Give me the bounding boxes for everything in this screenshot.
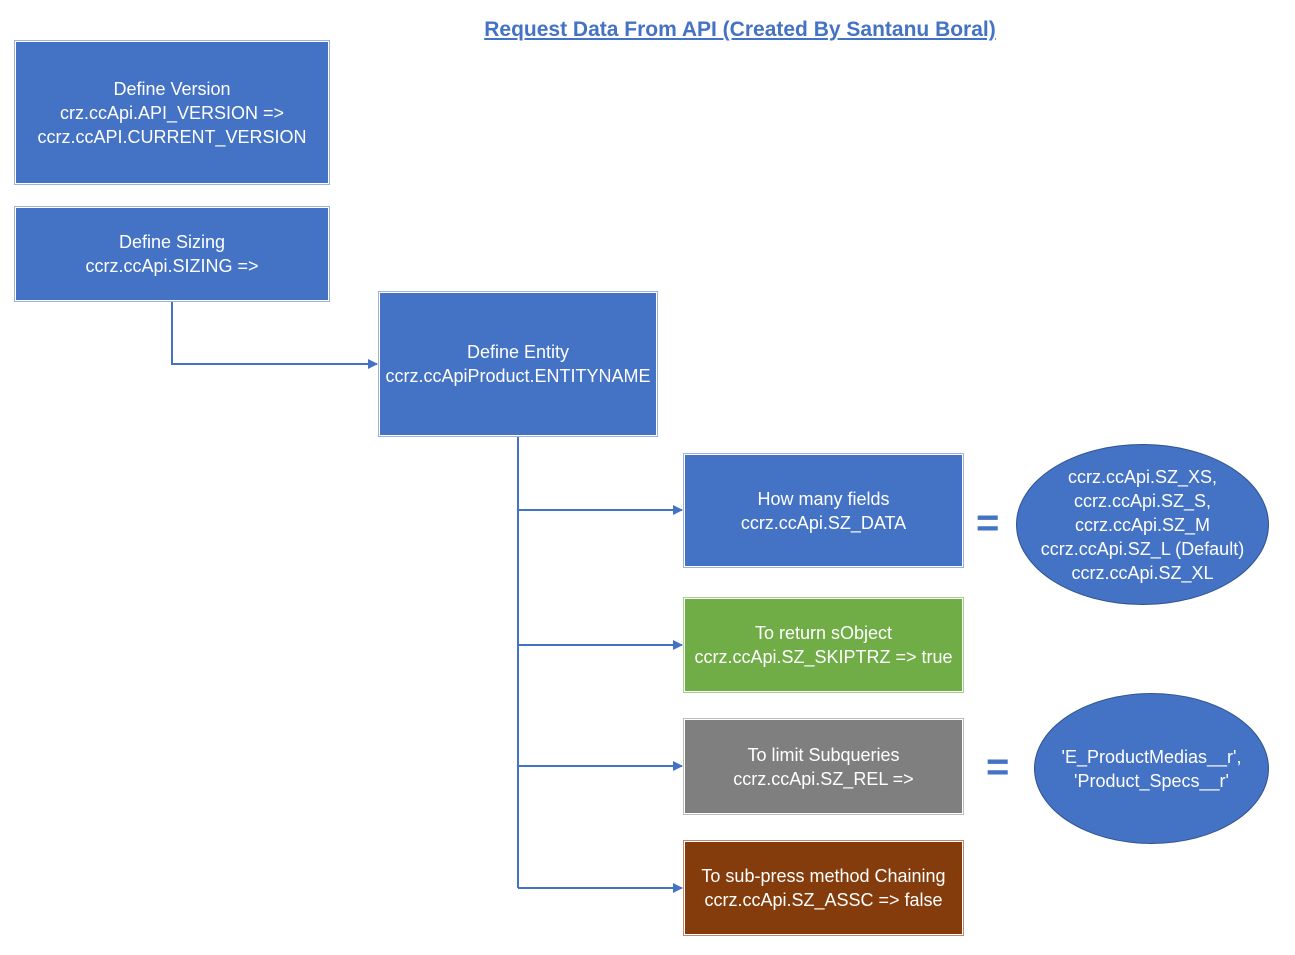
- sobject-box: To return sObject ccrz.ccApi.SZ_SKIPTRZ …: [683, 597, 964, 693]
- define-version-box: Define Version crz.ccApi.API_VERSION => …: [14, 40, 330, 185]
- chaining-title: To sub-press method Chaining: [701, 866, 946, 886]
- subqueries-title: To limit Subqueries: [747, 744, 900, 765]
- define-sizing-box: Define Sizing ccrz.ccApi.SIZING =>: [14, 206, 330, 302]
- define-entity-box: Define Entity ccrz.ccApiProduct.ENTITYNA…: [378, 291, 658, 437]
- define-version-code: crz.ccApi.API_VERSION =>: [59, 102, 285, 123]
- chaining-code: ccrz.ccApi.SZ_ASSC => false: [704, 890, 943, 910]
- relation-item: 'E_ProductMedias__r',: [1061, 746, 1242, 767]
- fields-title: How many fields: [757, 488, 890, 509]
- size-option: ccrz.ccApi.SZ_M: [1074, 514, 1211, 535]
- equals-sign-subqueries: =: [986, 745, 1010, 789]
- relation-item: 'Product_Specs__r': [1074, 770, 1229, 791]
- define-version-value: ccrz.ccAPI.CURRENT_VERSION: [37, 126, 307, 147]
- define-sizing-title: Define Sizing: [118, 232, 226, 252]
- size-option: ccrz.ccApi.SZ_L (Default): [1040, 538, 1245, 559]
- sobject-title: To return sObject: [754, 623, 893, 643]
- define-sizing-code: ccrz.ccApi.SIZING =>: [85, 256, 259, 276]
- sobject-code: ccrz.ccApi.SZ_SKIPTRZ => true: [694, 647, 953, 667]
- define-entity-code: ccrz.ccApiProduct.ENTITYNAME: [385, 366, 651, 386]
- fields-box: How many fields ccrz.ccApi.SZ_DATA: [683, 453, 964, 568]
- size-option: ccrz.ccApi.SZ_XS,: [1067, 466, 1218, 487]
- define-version-title: Define Version: [113, 78, 231, 99]
- relations-ellipse: 'E_ProductMedias__r', 'Product_Specs__r': [1034, 693, 1269, 844]
- size-option: ccrz.ccApi.SZ_XL: [1071, 562, 1214, 583]
- chaining-box: To sub-press method Chaining ccrz.ccApi.…: [683, 840, 964, 936]
- size-option: ccrz.ccApi.SZ_S,: [1073, 490, 1212, 511]
- sizes-ellipse: ccrz.ccApi.SZ_XS, ccrz.ccApi.SZ_S, ccrz.…: [1016, 444, 1269, 605]
- define-entity-title: Define Entity: [466, 342, 570, 362]
- diagram-title: Request Data From API (Created By Santan…: [484, 18, 996, 41]
- sizing-to-entity-arrow: [171, 301, 378, 369]
- subqueries-code: ccrz.ccApi.SZ_REL =>: [733, 768, 914, 789]
- subqueries-box: To limit Subqueries ccrz.ccApi.SZ_REL =>: [683, 718, 964, 815]
- equals-sign-fields: =: [976, 501, 1000, 545]
- fields-code: ccrz.ccApi.SZ_DATA: [740, 512, 907, 533]
